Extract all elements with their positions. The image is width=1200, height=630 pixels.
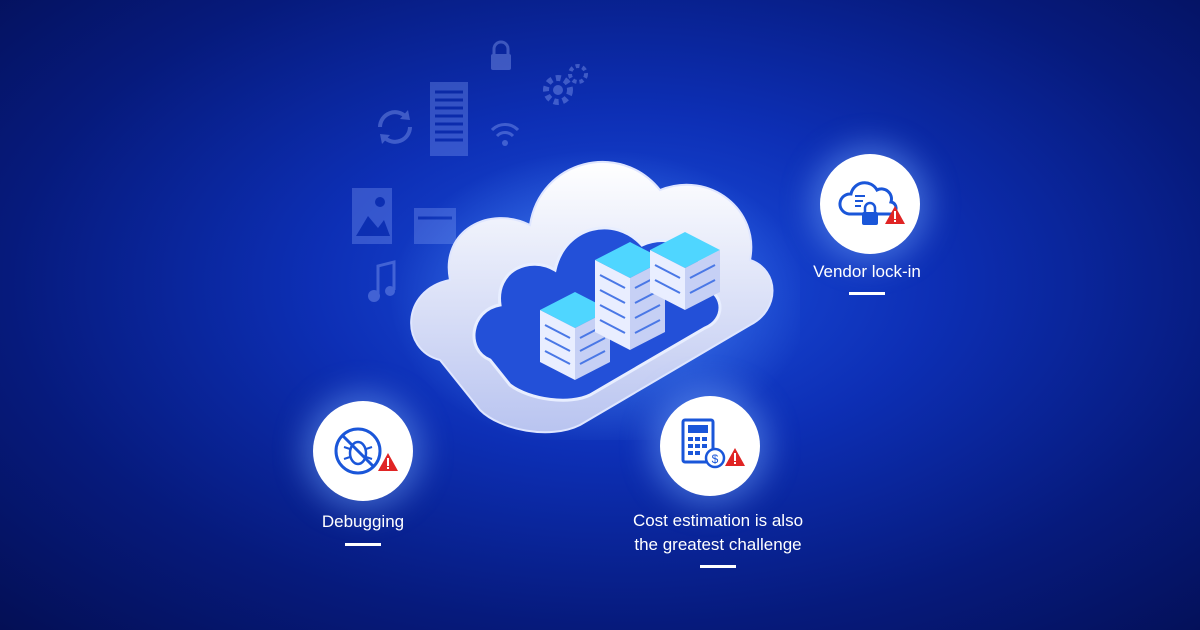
debugging-underline [345,543,381,546]
calculator-dollar-icon: $ [681,418,745,469]
document-icon [430,82,468,156]
cloud-server-illustration [390,150,800,440]
debugging-label: Debugging [321,512,405,531]
cost-estimation-label: Cost estimation is also the greatest cha… [558,509,878,557]
gear-icon [543,64,588,105]
svg-text:$: $ [712,452,719,466]
vendor-lock-in-badge [820,154,920,254]
wifi-icon [490,123,520,146]
cost-estimation-underline [700,565,736,568]
bug-icon [334,427,398,475]
server-stacks [540,232,720,380]
sync-icon [378,110,412,144]
vendor-lock-in-label: Vendor lock-in [813,262,921,281]
image-icon [352,188,392,244]
cost-estimation-label-line1: Cost estimation is also [632,511,804,530]
cost-estimation-badge: $ [660,396,760,496]
debugging-badge [313,401,413,501]
cloud-lock-icon [838,181,905,225]
cost-estimation-label-line2: the greatest challenge [634,535,802,554]
lock-icon [491,40,511,70]
vendor-lock-in-underline [849,292,885,295]
